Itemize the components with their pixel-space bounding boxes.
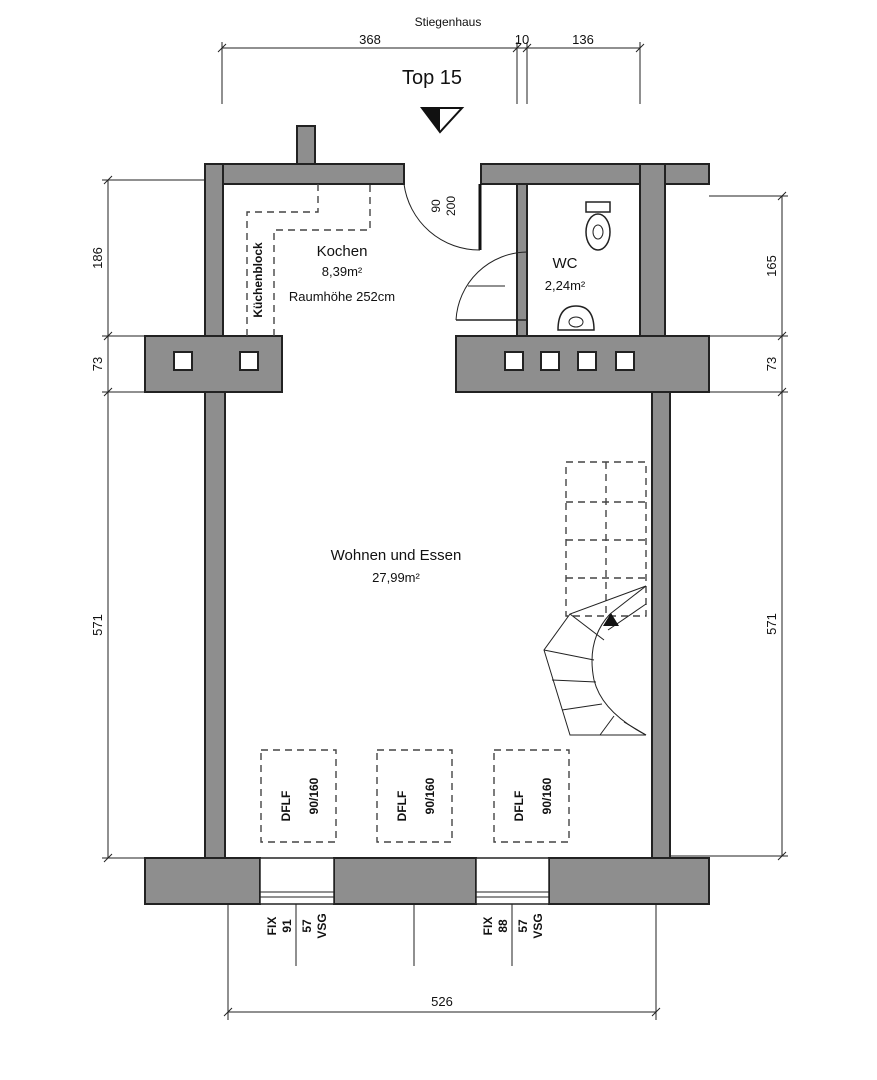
- left-dimension-line: [102, 175, 205, 863]
- wc-area: 2,24m²: [545, 278, 586, 293]
- bottom-dimension-line: [223, 904, 661, 1020]
- window-width: 88: [496, 919, 510, 933]
- unit-title: Top 15: [402, 67, 462, 89]
- kitchen-area: 8,39m²: [322, 264, 363, 279]
- entrance-door: [403, 164, 482, 251]
- kitchen-name: Kochen: [317, 243, 368, 260]
- skylight-size: 90/160: [423, 777, 437, 814]
- wc-door: [455, 251, 528, 321]
- dim-right-mid: 73: [764, 357, 779, 371]
- skylight-size: 90/160: [307, 777, 321, 814]
- kitchen-block: [246, 184, 371, 336]
- kitchen-height: Raumhöhe 252cm: [289, 289, 395, 304]
- window-sill: 57: [516, 919, 530, 933]
- window-glass: VSG: [315, 913, 329, 938]
- dim-left-lower: 571: [90, 614, 105, 636]
- dim-bottom: 526: [431, 994, 453, 1009]
- door-height: 200: [444, 196, 458, 216]
- skylight-1: DFLF 90/160: [260, 749, 337, 843]
- top-dimension-line: [217, 42, 645, 104]
- skylight-type: DFLF: [512, 791, 526, 822]
- walls: [144, 125, 710, 905]
- window-width: 91: [280, 919, 294, 933]
- stairwell-label: Stiegenhaus: [415, 15, 482, 29]
- living-area: 27,99m²: [372, 570, 420, 585]
- window-sill: 57: [300, 919, 314, 933]
- dim-right-upper: 165: [764, 255, 779, 277]
- window-2-labels: FIX 88 57 VSG: [481, 904, 545, 966]
- dim-left-mid: 73: [90, 357, 105, 371]
- skylight-3: DFLF 90/160: [493, 749, 570, 843]
- wc-name: WC: [553, 255, 578, 272]
- staircase: [543, 461, 647, 736]
- dim-top-left: 368: [359, 32, 381, 47]
- kitchen-block-label: Küchenblock: [251, 242, 265, 318]
- sink-icon: [557, 305, 595, 331]
- skylight-type: DFLF: [395, 791, 409, 822]
- window-fix: FIX: [481, 917, 495, 936]
- window-1-labels: FIX 91 57 VSG: [265, 904, 329, 966]
- window-glass: VSG: [531, 913, 545, 938]
- dim-top-right: 136: [572, 32, 594, 47]
- window-fix: FIX: [265, 917, 279, 936]
- right-dimension-line: [670, 191, 788, 861]
- stair-up-arrow-icon: [603, 613, 619, 626]
- dim-right-lower: 571: [764, 613, 779, 635]
- entrance-arrow-icon: [420, 107, 465, 134]
- dim-left-upper: 186: [90, 247, 105, 269]
- skylight-type: DFLF: [279, 791, 293, 822]
- skylight-2: DFLF 90/160: [376, 749, 453, 843]
- skylight-size: 90/160: [540, 777, 554, 814]
- living-name: Wohnen und Essen: [331, 547, 462, 564]
- beam-openings: [173, 351, 635, 371]
- dim-top-mid: 10: [515, 32, 529, 47]
- bottom-windows: [259, 857, 550, 905]
- toilet-icon: [585, 201, 611, 251]
- door-width: 90: [429, 199, 443, 213]
